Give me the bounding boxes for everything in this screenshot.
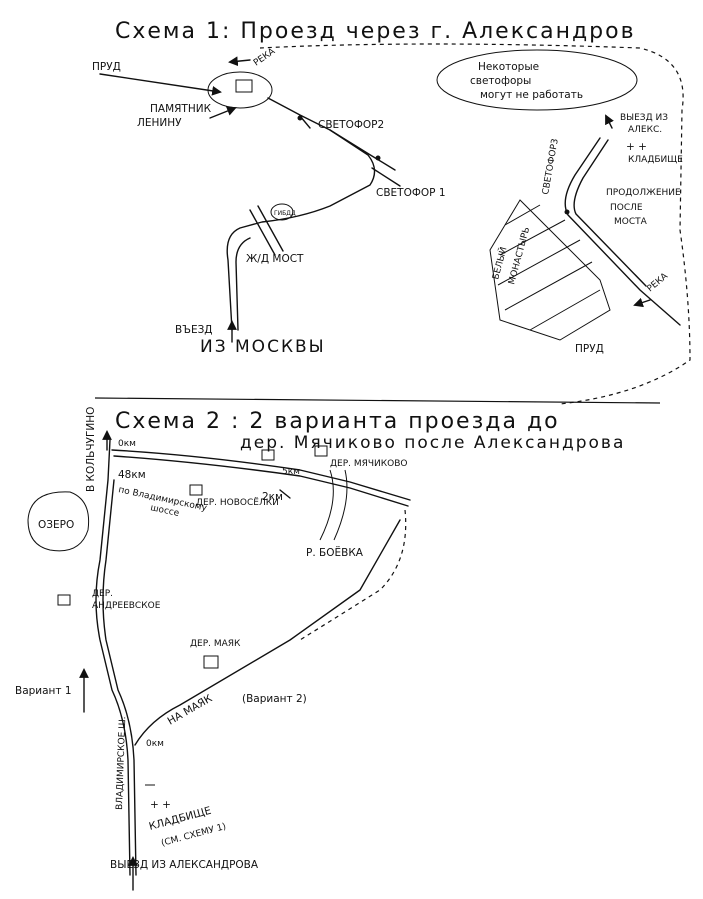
rail-bridge-icon — [249, 205, 284, 256]
andreevskoe-label-1: ДЕР. — [92, 589, 113, 599]
note-line-3: могут не работать — [480, 89, 583, 101]
route-scheme1-secondary — [235, 237, 251, 331]
traffic-light-1-label: СВЕТОФОР 1 — [376, 187, 446, 199]
monument-pointer — [209, 106, 237, 119]
route-scheme1-main — [226, 97, 376, 331]
route-variant-1 — [95, 439, 131, 876]
andreevskoe-label-2: АНДРЕЕВСКОЕ — [92, 601, 161, 611]
pond-label: ПРУД — [92, 61, 121, 73]
continuation-label-3: МОСТА — [614, 217, 648, 227]
scheme1-dashed-boundary — [259, 43, 691, 405]
boevka-label: Р. БОЁВКА — [306, 546, 364, 559]
note-line-1: Некоторые — [478, 61, 539, 73]
note-bubble — [436, 49, 638, 111]
mayak-label: ДЕР. МАЯК — [190, 639, 241, 649]
inset-pond-label: ПРУД — [575, 343, 604, 355]
km2-marker — [279, 489, 291, 499]
lake-shape — [27, 491, 90, 552]
note-line-2: светофоры — [470, 75, 531, 87]
continuation-label-2: ПОСЛЕ — [610, 203, 643, 213]
novoselki-label: ДЕР. НОВОСЁЛКИ — [196, 497, 279, 508]
road-to-myachikovo — [111, 449, 411, 501]
lenin-monument-label-1: ПАМЯТНИК — [150, 103, 212, 115]
exit-alexandrov-label: ВЫЕЗД ИЗ АЛЕКСАНДРОВА — [110, 859, 259, 871]
inset-river-arrow — [633, 297, 651, 308]
traffic-light-1-icon — [375, 155, 381, 161]
variant1-label: Вариант 1 — [15, 685, 72, 697]
andreevskoe-village-icon — [57, 594, 71, 606]
scheme2-title-1: Схема 2 : 2 варианта проезда до — [115, 409, 560, 434]
km5-label: 5км — [282, 467, 300, 477]
km48-label-1: 48км — [118, 469, 146, 481]
river-top-arrow — [228, 56, 251, 67]
gibdd-label: ГИБДД — [274, 210, 296, 217]
lenin-monument-label-2: ЛЕНИНУ — [137, 117, 182, 129]
lake-label: ОЗЕРО — [38, 519, 74, 531]
monument-square — [207, 71, 273, 109]
inset-cemetery-label: КЛАДБИЩЕ — [628, 155, 683, 165]
lenin-monument-icon — [235, 79, 253, 93]
monastery-area — [489, 199, 611, 341]
continuation-label-1: ПРОДОЛЖЕНИЕ — [606, 188, 681, 198]
gibdd-icon — [270, 203, 294, 221]
pond-arrow — [99, 73, 222, 96]
entry-moscow-label-1: ВЪЕЗД — [175, 324, 213, 336]
traffic-light-3-label: СВЕТОФОР3 — [541, 138, 561, 196]
inset-route — [564, 137, 681, 326]
mayak-village-icon — [203, 655, 219, 669]
monastery-label-2: МОНАСТЫРЬ — [507, 226, 532, 286]
inset-exit-arrow — [605, 114, 614, 129]
rail-bridge-label: Ж/Д МОСТ — [246, 253, 304, 265]
inset-exit-label-1: ВЫЕЗД ИЗ — [620, 113, 668, 123]
scheme2-title-2: дер. Мячиково после Александрова — [240, 433, 625, 453]
cemetery-cross-icon-2: + + — [150, 799, 171, 811]
route-variant-2 — [134, 519, 401, 746]
inset-river-label: РЕКА — [646, 271, 671, 294]
vladimirskoe-label: ВЛАДИМИРСКОЕ Ш. — [115, 716, 128, 810]
scheme-divider — [94, 397, 661, 404]
traffic-light-2-label: СВЕТОФОР2 — [318, 119, 384, 131]
zero-km-top-label: 0км — [118, 439, 136, 449]
myachikovo-label: ДЕР. МЯЧИКОВО — [330, 459, 408, 469]
village-icon-5km — [261, 449, 275, 461]
inset-exit-label-2: АЛЕКС. — [628, 125, 662, 135]
cemetery-cross-icon: + + — [626, 141, 647, 153]
traffic-light-3-icon — [564, 209, 570, 215]
novoselki-village-icon — [189, 484, 203, 496]
variant2-label: (Вариант 2) — [242, 693, 307, 705]
traffic-light-2-icon — [297, 115, 303, 121]
myachikovo-village-icon — [314, 445, 328, 457]
boevka-river — [319, 469, 334, 541]
na-mayak-label: НА МАЯК — [166, 692, 215, 727]
kolchugino-label: В КОЛЬЧУГИНО — [85, 407, 97, 492]
scheme1-title: Схема 1: Проезд через г. Александров — [115, 19, 636, 44]
river-top-label: РЕКА — [252, 46, 278, 68]
entry-moscow-label-2: ИЗ МОСКВЫ — [200, 337, 326, 357]
zero-km-bottom-label: 0км — [146, 739, 164, 749]
km2-label: 2км — [262, 491, 283, 503]
